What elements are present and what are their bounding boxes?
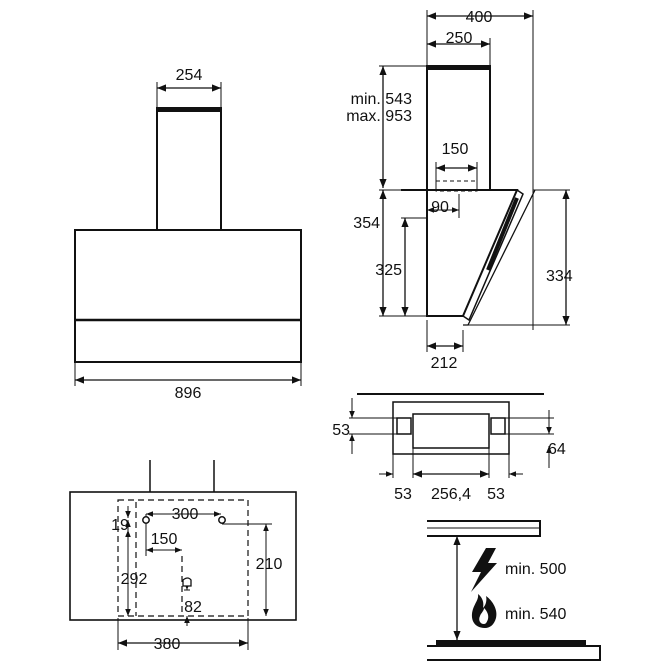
clearance-view bbox=[427, 520, 601, 661]
label-bracket-width: 380 bbox=[154, 636, 181, 653]
label-total-depth: 400 bbox=[466, 9, 493, 26]
front-view bbox=[74, 82, 302, 386]
mounting-hole bbox=[142, 516, 150, 524]
top-body bbox=[392, 401, 510, 455]
hood-glass-stripe bbox=[486, 197, 519, 271]
label-inner-height: 325 bbox=[375, 262, 402, 279]
chimney-top-band bbox=[157, 108, 221, 112]
label-right-height: 210 bbox=[256, 556, 283, 573]
label-electric-min: min. 500 bbox=[505, 561, 566, 578]
hob-profile bbox=[427, 645, 601, 661]
label-hole-offset: 19 bbox=[111, 517, 129, 534]
flame-inner bbox=[479, 608, 489, 624]
label-gas-min: min. 540 bbox=[505, 606, 566, 623]
front-panel bbox=[463, 189, 536, 326]
label-outlet-width: 150 bbox=[442, 141, 469, 158]
chimney-side-band bbox=[427, 66, 490, 70]
chimney-front bbox=[156, 107, 222, 231]
hood-glass bbox=[462, 189, 524, 322]
label-right-depth: 64 bbox=[548, 441, 566, 458]
side-view bbox=[379, 10, 570, 352]
top-view bbox=[349, 393, 554, 478]
label-hood-height: 354 bbox=[353, 215, 380, 232]
bracket-dashed bbox=[117, 499, 249, 617]
label-left-margin: 53 bbox=[394, 486, 412, 503]
mounting-view bbox=[69, 460, 297, 650]
label-outlet-offset: 90 bbox=[431, 199, 449, 216]
mounting-screw bbox=[182, 577, 192, 587]
label-bottom-depth: 212 bbox=[431, 355, 458, 372]
hood-front bbox=[74, 229, 302, 363]
label-middle-width: 256,4 bbox=[431, 486, 471, 503]
hood-outline bbox=[69, 491, 297, 621]
label-front-height: 334 bbox=[546, 268, 573, 285]
label-chimney-depth: 250 bbox=[446, 30, 473, 47]
label-left-height: 292 bbox=[121, 571, 148, 588]
top-hole-right bbox=[490, 417, 506, 435]
label-bottom-offset: 82 bbox=[184, 599, 202, 616]
top-hole-left bbox=[396, 417, 412, 435]
label-hole-spacing: 300 bbox=[172, 506, 199, 523]
label-chimney-max: max. 953 bbox=[346, 108, 412, 125]
label-hood-width: 896 bbox=[175, 385, 202, 402]
label-left-depth: 53 bbox=[332, 422, 350, 439]
label-chimney-min: min. 543 bbox=[351, 91, 412, 108]
hob-top bbox=[436, 640, 586, 646]
mounting-hole bbox=[218, 516, 226, 524]
label-right-margin: 53 bbox=[487, 486, 505, 503]
lightning-icon bbox=[471, 548, 497, 592]
label-center-offset: 150 bbox=[151, 531, 178, 548]
top-motor bbox=[412, 413, 490, 449]
label-chimney-width: 254 bbox=[176, 67, 203, 84]
